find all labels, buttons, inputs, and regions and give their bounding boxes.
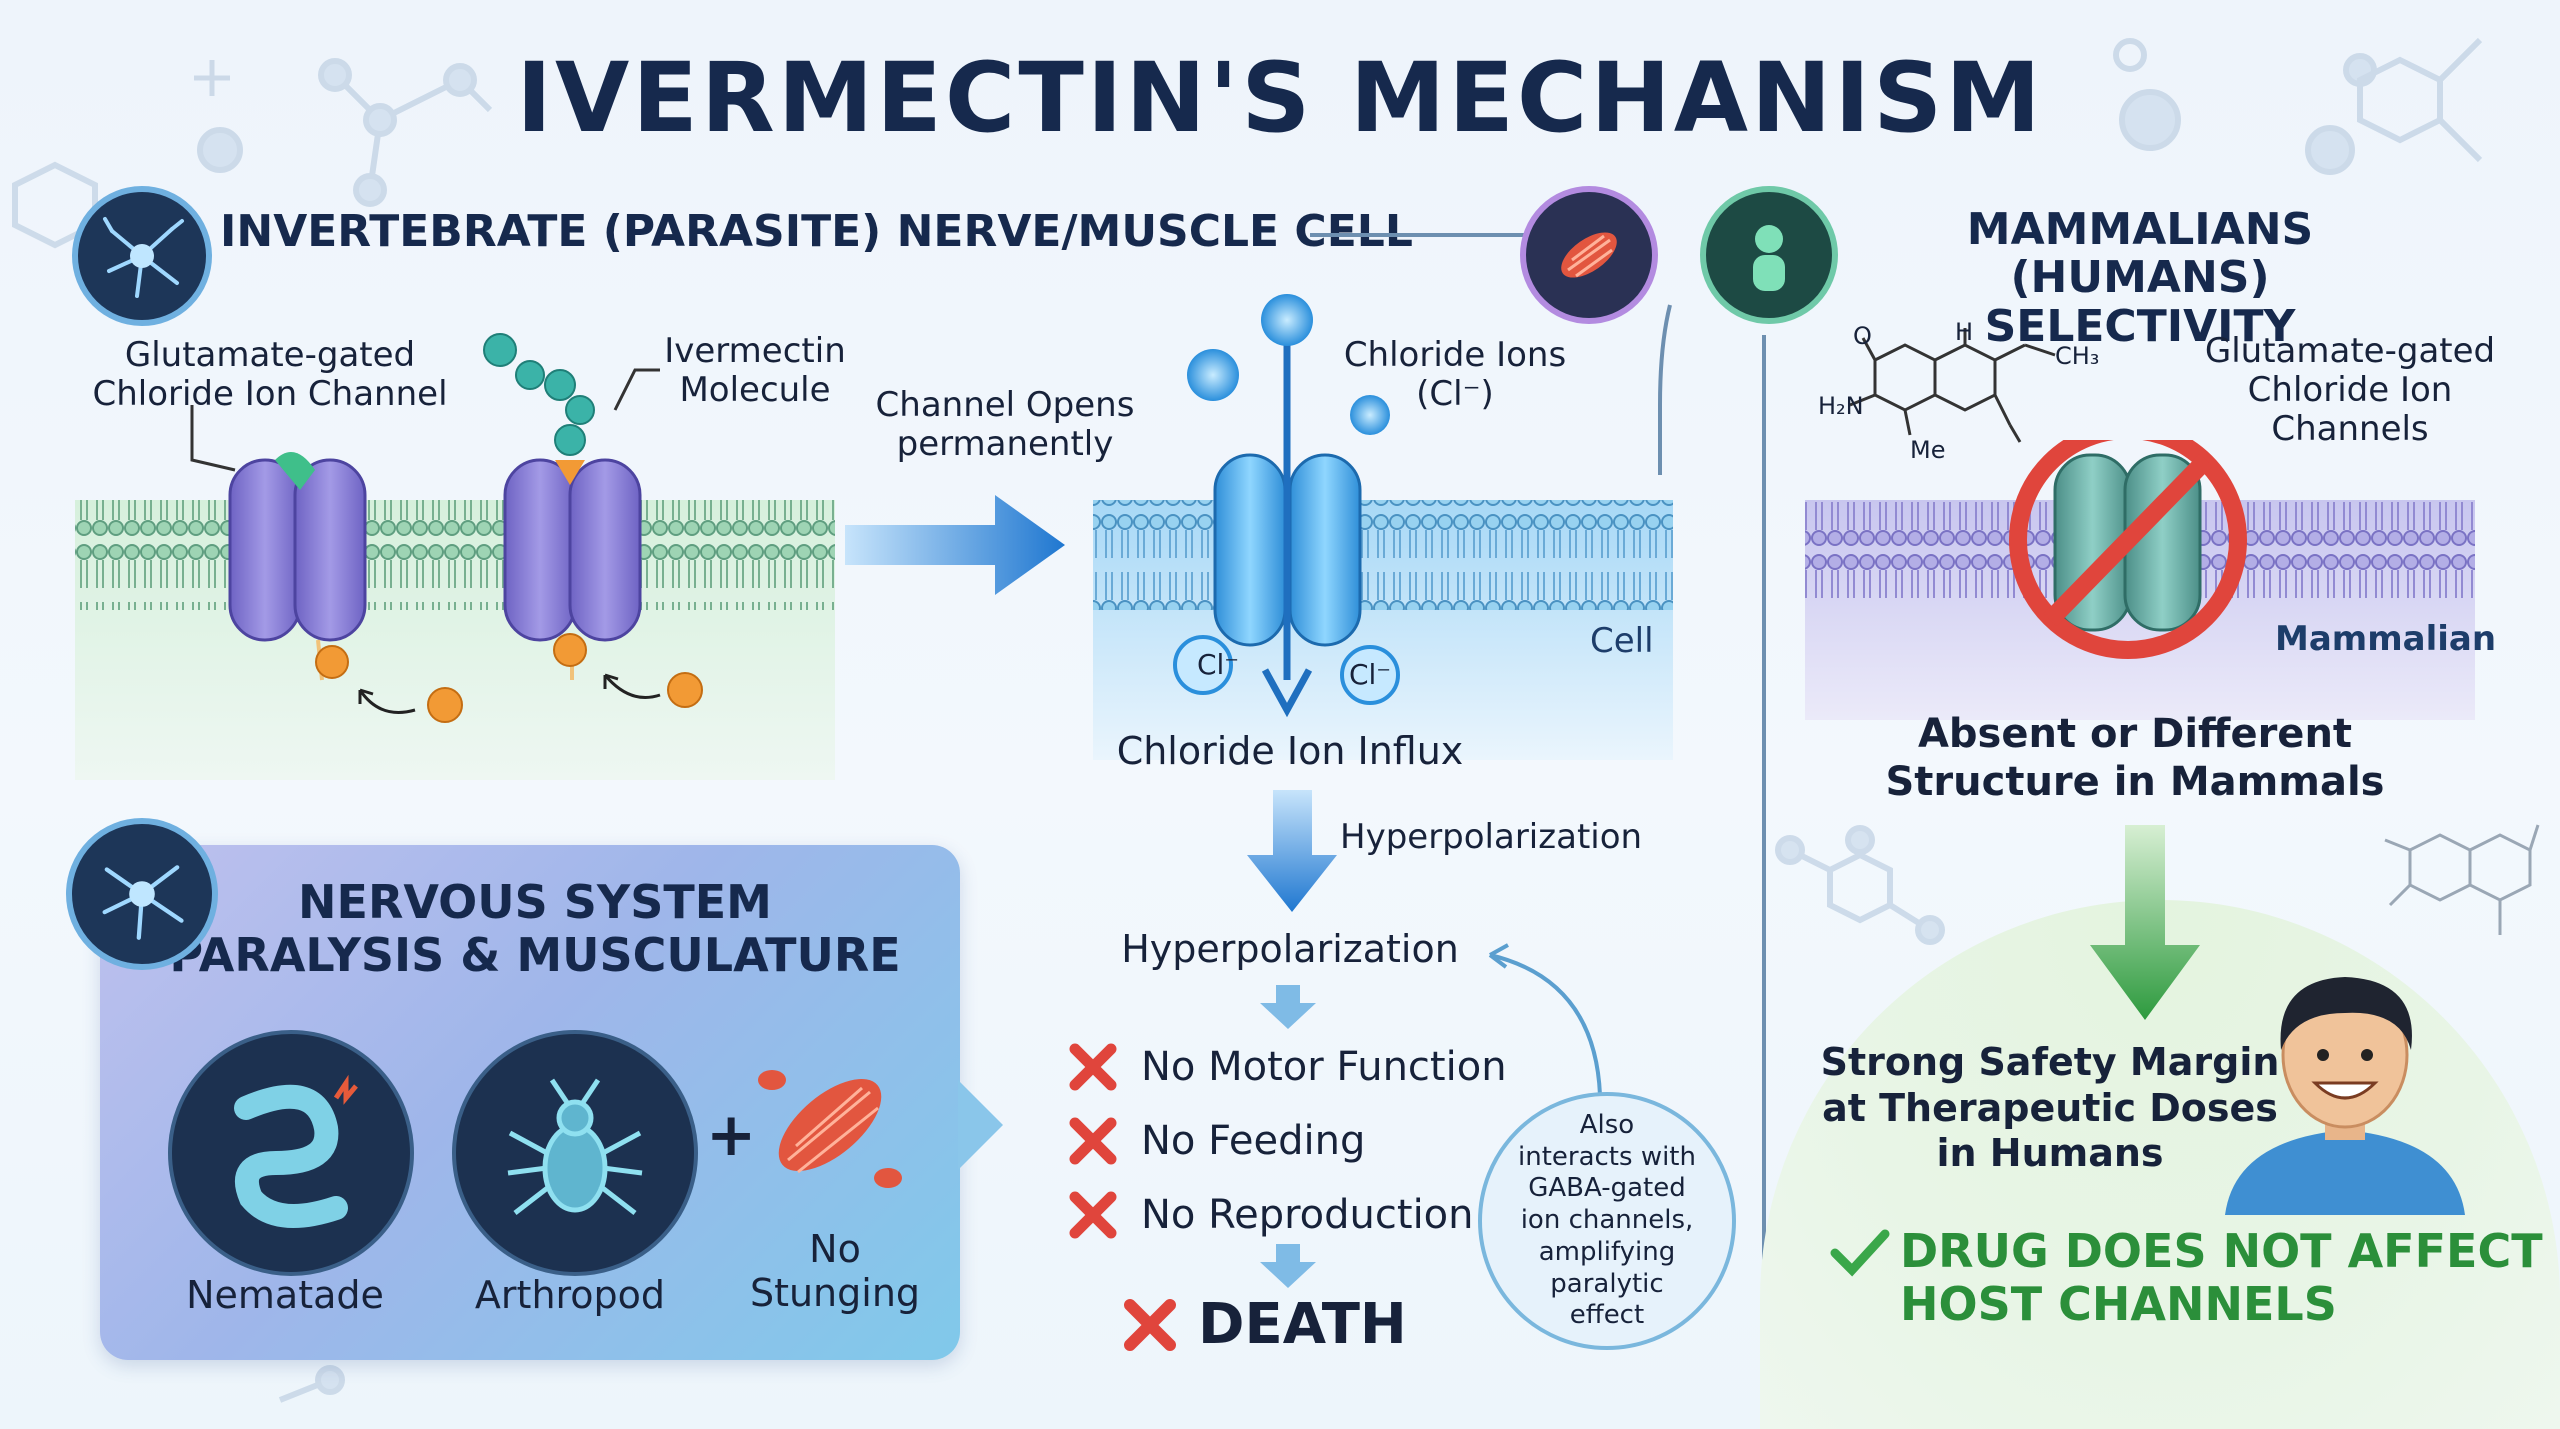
effect-item: No Reproduction: [1065, 1178, 1507, 1252]
note-connector: [1488, 943, 1602, 1096]
neuron-icon: [66, 818, 218, 970]
effects-heading: Hyperpolarization: [1121, 927, 1459, 971]
section-divider: [1762, 335, 1766, 1360]
channel-label: Glutamate-gated Chloride Ion Channel: [92, 335, 448, 415]
chem-h-label: H: [1955, 318, 1974, 346]
death-outcome: DEATH: [1120, 1292, 1407, 1357]
plus-sign: +: [706, 1100, 757, 1170]
ivermectin-label: Ivermectin Molecule: [664, 331, 846, 411]
small-down-arrow: [1260, 985, 1316, 1029]
effect-label: No Motor Function: [1141, 1044, 1507, 1090]
checkmark-icon: [1830, 1229, 1890, 1277]
cl-ion-right: Cl⁻: [1348, 658, 1392, 691]
chem-amine-label: H₂N: [1818, 392, 1864, 420]
effect-item: No Feeding: [1065, 1104, 1507, 1178]
connector-line: [1310, 233, 1672, 475]
hyperpolarization-arrow-label: Hyperpolarization: [1340, 817, 1643, 857]
panel-pointer: [958, 1080, 1003, 1170]
small-down-arrow: [1260, 1244, 1316, 1288]
conclusion-label: DRUG DOES NOT AFFECT HOST CHANNELS: [1900, 1224, 2543, 1331]
effects-list: No Motor Function No Feeding No Reproduc…: [1065, 1030, 1507, 1252]
red-x-icon: [1124, 1298, 1176, 1351]
no-stunging-label: No Stunging: [749, 1227, 921, 1315]
page-title: IVERMECTIN'S MECHANISM: [516, 42, 2044, 154]
worm-icon: [168, 1030, 414, 1276]
chloride-ions-label: Chloride Ions (Cl⁻): [1343, 335, 1567, 415]
chem-o-label: O: [1853, 322, 1872, 350]
gaba-note-text: Also interacts with GABA-gated ion chann…: [1518, 1109, 1696, 1331]
ivermectin-structure: [1849, 328, 2056, 443]
human-avatar: [2225, 977, 2465, 1215]
mammalian-label: Mammalian: [2275, 619, 2497, 659]
muscle-fiber-icon: [1520, 186, 1658, 324]
safety-arrow: [2090, 825, 2200, 1020]
open-channel-diagram: [1093, 294, 1673, 760]
effect-label: No Feeding: [1141, 1118, 1366, 1164]
effect-item: No Motor Function: [1065, 1030, 1507, 1104]
red-x-icon: [1069, 1117, 1117, 1165]
mammalian-membrane-diagram: [1805, 440, 2475, 720]
death-label: DEATH: [1198, 1292, 1407, 1357]
chem-ch3-label: CH₃: [2055, 342, 2100, 370]
cl-ion-left: Cl⁻: [1196, 648, 1240, 681]
arthropod-label: Arthropod: [474, 1273, 666, 1317]
gaba-note: Also interacts with GABA-gated ion chann…: [1478, 1092, 1736, 1350]
muscle-icon: [758, 1070, 902, 1188]
influx-label: Chloride Ion Influx: [1116, 729, 1464, 773]
hyperpolarization-arrow: [1247, 790, 1337, 912]
red-x-icon: [1069, 1191, 1117, 1239]
absent-label: Absent or Different Structure in Mammals: [1885, 711, 2385, 805]
arthropod-icon: [452, 1030, 698, 1276]
molecule-decoration: [2384, 824, 2540, 935]
nematode-label: Nematade: [186, 1273, 384, 1317]
mammalian-heading: MAMMALIANS (HUMANS) SELECTIVITY: [1966, 204, 2314, 352]
invertebrate-heading: INVERTEBRATE (PARASITE) NERVE/MUSCLE CEL…: [220, 206, 1413, 257]
cell-label: Cell: [1590, 621, 1654, 661]
safety-label: Strong Safety Margin at Therapeutic Dose…: [1820, 1040, 2280, 1176]
parasite-membrane-diagram: [75, 333, 835, 780]
chem-ome-label: Me: [1910, 436, 1946, 464]
mammal-channel-label: Glutamate-gated Chloride Ion Channels: [2204, 331, 2496, 450]
neuron-icon: [72, 186, 212, 326]
effect-label: No Reproduction: [1141, 1192, 1474, 1238]
red-x-icon: [1069, 1043, 1117, 1091]
person-icon: [1700, 186, 1838, 324]
channel-opens-label: Channel Opens permanently: [875, 385, 1135, 465]
channel-opens-arrow: [845, 495, 1065, 595]
panel-title: NERVOUS SYSTEM PARALYSIS & MUSCULATURE: [169, 875, 901, 982]
